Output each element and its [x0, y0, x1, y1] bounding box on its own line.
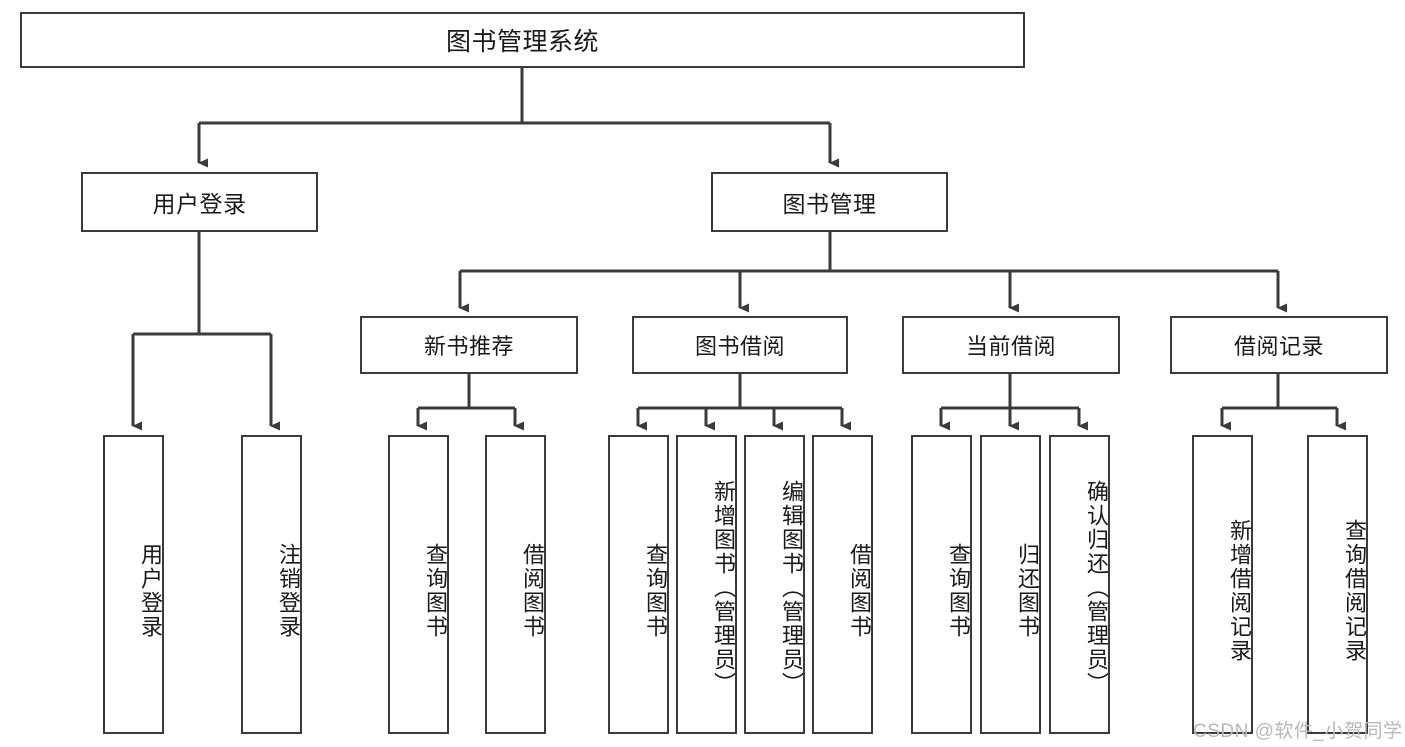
leaf-query-book-new[interactable]: 查询图书: [388, 435, 449, 734]
leaf-borrow-book-new-label: 借阅图书: [520, 542, 545, 639]
node-borrow-record[interactable]: 借阅记录: [1170, 316, 1388, 374]
leaf-borrow-book-label: 借阅图书: [847, 542, 872, 639]
leaf-user-login[interactable]: 用户登录: [103, 435, 164, 734]
leaf-borrow-book-new[interactable]: 借阅图书: [485, 435, 546, 734]
leaf-query-book-borrow[interactable]: 查询图书: [608, 435, 669, 734]
leaf-user-login-label: 用户登录: [138, 542, 163, 639]
node-new-book-recommend[interactable]: 新书推荐: [360, 316, 578, 374]
leaf-logout[interactable]: 注销登录: [241, 435, 302, 734]
leaf-query-borrow-record[interactable]: 查询借阅记录: [1307, 435, 1368, 734]
node-book-borrow[interactable]: 图书借阅: [632, 316, 848, 374]
node-root-system[interactable]: 图书管理系统: [20, 12, 1025, 68]
leaf-return-book-label: 归还图书: [1015, 542, 1040, 639]
leaf-borrow-book[interactable]: 借阅图书: [812, 435, 873, 734]
node-current-borrow-label: 当前借阅: [965, 334, 1056, 359]
node-root-label: 图书管理系统: [445, 28, 599, 56]
leaf-confirm-return-admin[interactable]: 确认归还（管理员）: [1049, 435, 1110, 734]
leaf-confirm-return-admin-label: 确认归还（管理员）: [1084, 479, 1109, 696]
node-book-borrow-label: 图书借阅: [694, 334, 785, 359]
leaf-query-book-current[interactable]: 查询图书: [911, 435, 972, 734]
node-book-management-label: 图书管理: [782, 191, 877, 217]
node-current-borrow[interactable]: 当前借阅: [902, 316, 1120, 374]
leaf-add-borrow-record[interactable]: 新增借阅记录: [1192, 435, 1253, 734]
leaf-add-book-admin-label: 新增图书（管理员）: [711, 479, 736, 696]
node-new-book-recommend-label: 新书推荐: [423, 334, 514, 359]
node-user-login[interactable]: 用户登录: [81, 172, 318, 232]
leaf-logout-label: 注销登录: [276, 542, 301, 639]
node-book-management[interactable]: 图书管理: [711, 172, 948, 232]
leaf-edit-book-admin[interactable]: 编辑图书（管理员）: [744, 435, 805, 734]
leaf-query-book-current-label: 查询图书: [946, 542, 971, 639]
leaf-add-borrow-record-label: 新增借阅记录: [1227, 518, 1252, 663]
leaf-add-book-admin[interactable]: 新增图书（管理员）: [676, 435, 737, 734]
leaf-return-book[interactable]: 归还图书: [980, 435, 1041, 734]
leaf-query-book-new-label: 查询图书: [423, 542, 448, 639]
leaf-edit-book-admin-label: 编辑图书（管理员）: [779, 479, 804, 696]
node-borrow-record-label: 借阅记录: [1233, 334, 1324, 359]
leaf-query-borrow-record-label: 查询借阅记录: [1342, 518, 1367, 663]
node-user-login-label: 用户登录: [152, 191, 247, 217]
leaf-query-book-borrow-label: 查询图书: [643, 542, 668, 639]
